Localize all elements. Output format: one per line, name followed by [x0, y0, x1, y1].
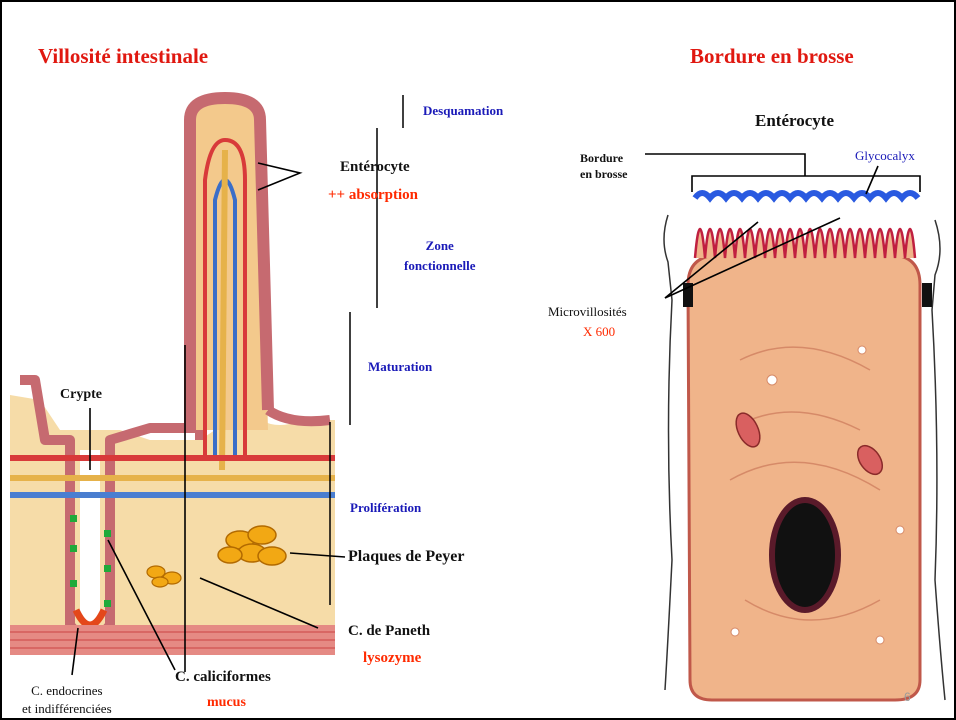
right-neighbor-membrane — [932, 220, 945, 700]
label-enterocyte-right: Entérocyte — [755, 112, 834, 129]
zone-maturation: Maturation — [368, 360, 432, 373]
zone-desquamation: Desquamation — [423, 104, 503, 117]
left-title: Villosité intestinale — [38, 46, 208, 67]
label-absorption: ++ absorption — [328, 188, 418, 203]
label-paneth: C. de Paneth — [348, 624, 430, 639]
label-plaques-peyer: Plaques de Peyer — [348, 549, 464, 565]
label-microvillosites: Microvillosités — [548, 305, 627, 318]
glycocalyx — [695, 193, 918, 198]
lacteal — [222, 150, 225, 470]
label-glycocalyx: Glycocalyx — [855, 149, 915, 162]
label-lysozyme: lysozyme — [363, 651, 421, 666]
enterocyte-cell — [688, 255, 920, 700]
label-bordure-brosse: Bordure en brosse — [580, 150, 627, 182]
zone-fonctionnelle: Zone fonctionnelle — [404, 236, 476, 275]
label-enterocyte-left: Entérocyte — [340, 160, 410, 175]
label-caliciformes: C. caliciformes — [175, 670, 271, 685]
label-endocrines: C. endocrines et indifférenciées — [22, 682, 112, 717]
label-x600: X 600 — [583, 325, 615, 338]
right-tight-junction — [922, 283, 932, 307]
villus-base-epithelium — [268, 410, 330, 421]
nucleus — [772, 500, 838, 610]
left-neighbor-membrane — [664, 215, 672, 690]
right-title: Bordure en brosse — [690, 46, 854, 67]
label-crypte: Crypte — [60, 388, 102, 402]
label-mucus: mucus — [207, 696, 246, 710]
page-number: 6 — [904, 690, 911, 704]
zone-proliferation: Prolifération — [350, 501, 421, 514]
